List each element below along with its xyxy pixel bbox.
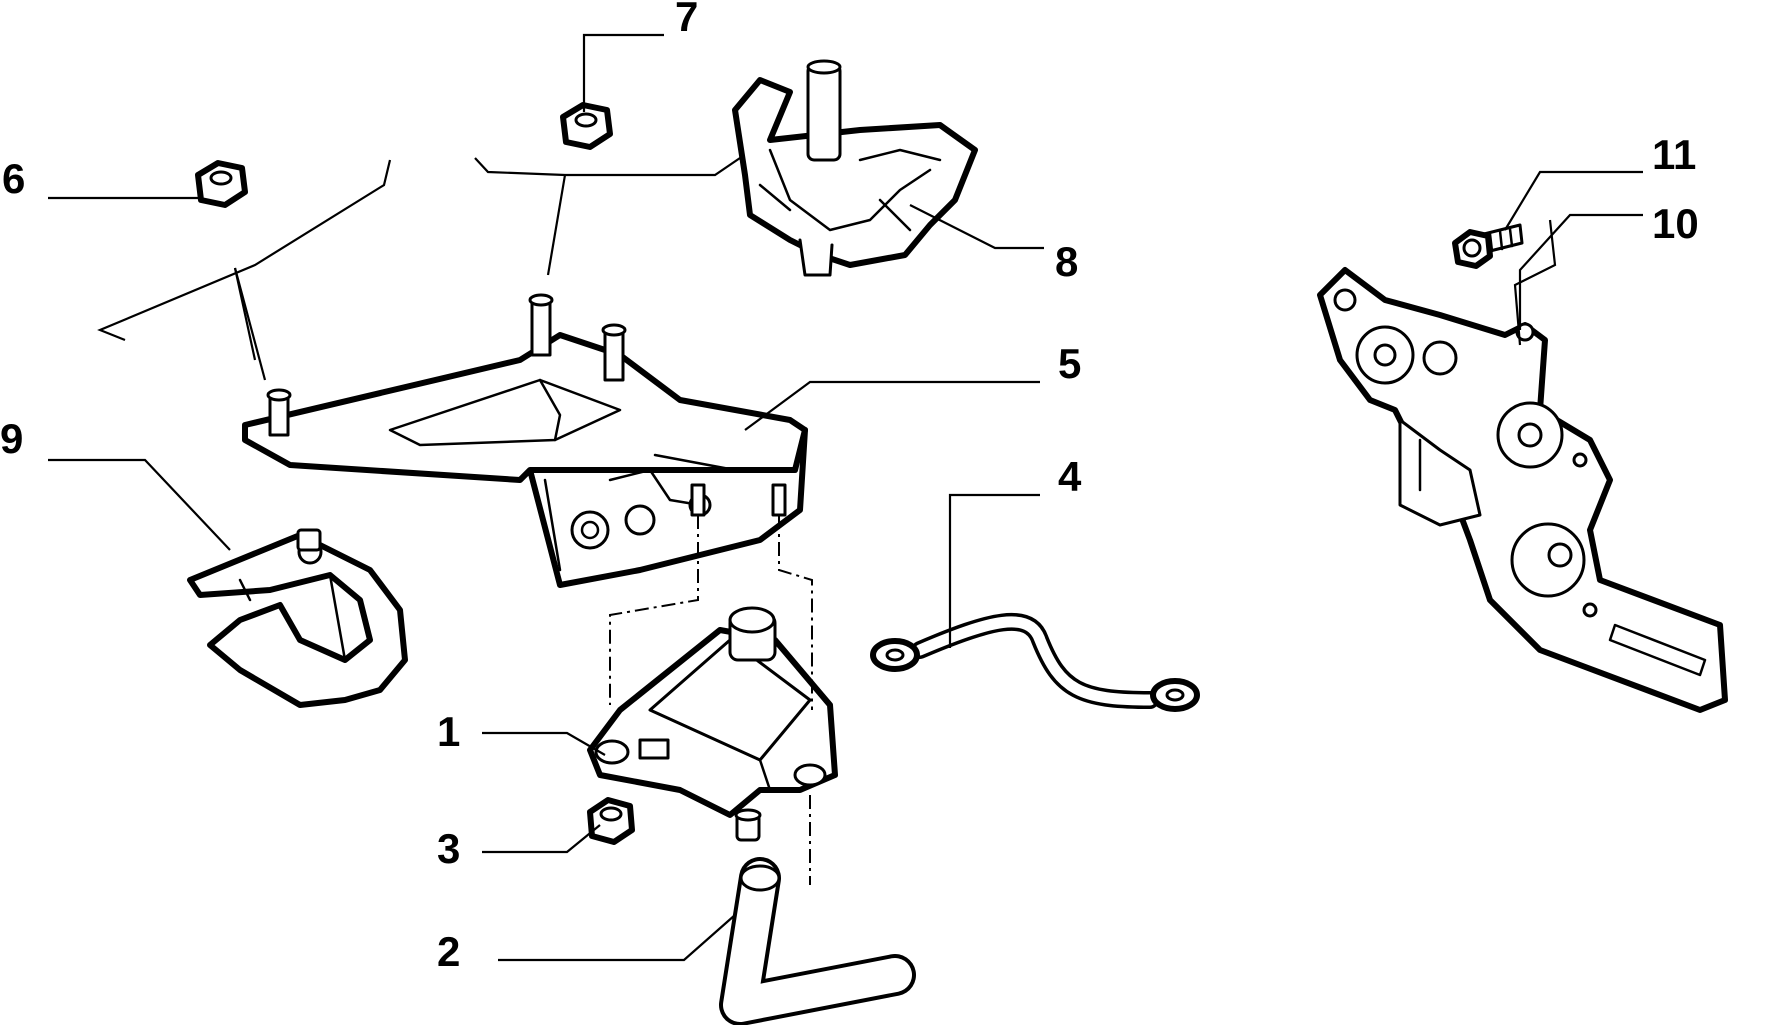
part-7-nut (560, 102, 613, 150)
callout-4: 4 (1058, 453, 1082, 500)
part-8-connector-block (732, 59, 978, 277)
part-10-bracket-plate (1317, 267, 1728, 713)
part-3-nut (587, 797, 635, 845)
callout-10: 10 (1652, 200, 1699, 247)
callout-2: 2 (437, 928, 460, 975)
part-5-mounting-bracket (242, 293, 808, 588)
module-stud (734, 808, 762, 842)
callout-9: 9 (0, 415, 23, 462)
part-1-control-module (587, 606, 838, 818)
part-2-rubber-hose (719, 857, 916, 1025)
callout-1: 1 (437, 708, 460, 755)
callout-5: 5 (1058, 340, 1081, 387)
callout-7: 7 (675, 0, 698, 40)
callout-labels: 1 2 3 4 5 6 7 8 9 10 11 (0, 0, 1699, 975)
callout-8: 8 (1055, 238, 1078, 285)
assembly-reference-lines (97, 157, 1557, 381)
part-4-ground-strap (870, 612, 1200, 712)
callout-6: 6 (2, 155, 25, 202)
callout-11: 11 (1652, 131, 1696, 178)
part-6-nut (195, 160, 248, 208)
alignment-lines (609, 515, 813, 885)
callout-3: 3 (437, 825, 460, 872)
part-9-pipe-clamp (187, 528, 408, 708)
part-11-bolt (1452, 223, 1524, 269)
callout-leaders (48, 33, 1643, 962)
